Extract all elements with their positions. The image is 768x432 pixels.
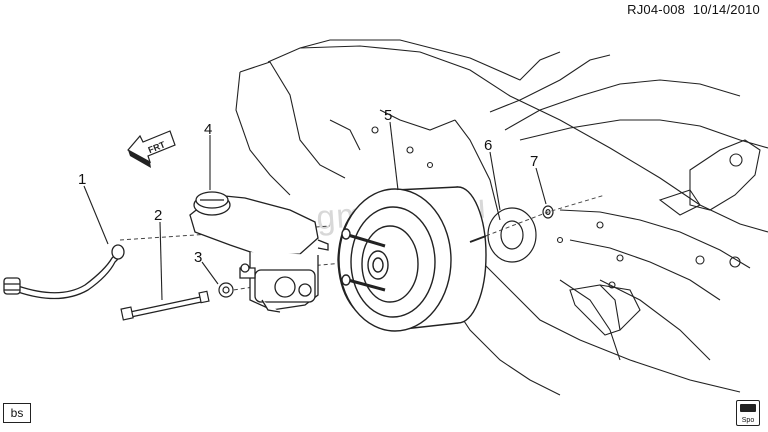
bs-badge: bs xyxy=(3,403,31,423)
master-cylinder xyxy=(189,191,329,313)
callout-6: 6 xyxy=(484,137,492,154)
spo-badge: Spo xyxy=(736,400,760,426)
callout-2: 2 xyxy=(154,207,162,224)
leader-lines xyxy=(83,121,547,301)
brake-hose xyxy=(3,244,125,300)
washer xyxy=(218,282,234,298)
spo-icon xyxy=(740,404,756,412)
spo-label: Spo xyxy=(741,417,755,424)
callout-5: 5 xyxy=(384,107,392,124)
callout-3: 3 xyxy=(194,249,202,266)
arrow-icon xyxy=(127,130,176,164)
figure-code: RJ04-008 xyxy=(627,2,686,17)
callout-4: 4 xyxy=(204,121,212,138)
callout-7: 7 xyxy=(530,153,538,170)
figure-date: 10/14/2010 xyxy=(692,2,760,17)
front-direction-arrow: FRT xyxy=(127,130,176,168)
diagram-header: RJ04-008 10/14/2010 xyxy=(623,2,760,17)
booster-gasket xyxy=(487,207,537,263)
brake-booster xyxy=(337,186,487,332)
callout-1: 1 xyxy=(78,171,86,188)
bolt xyxy=(120,290,210,321)
